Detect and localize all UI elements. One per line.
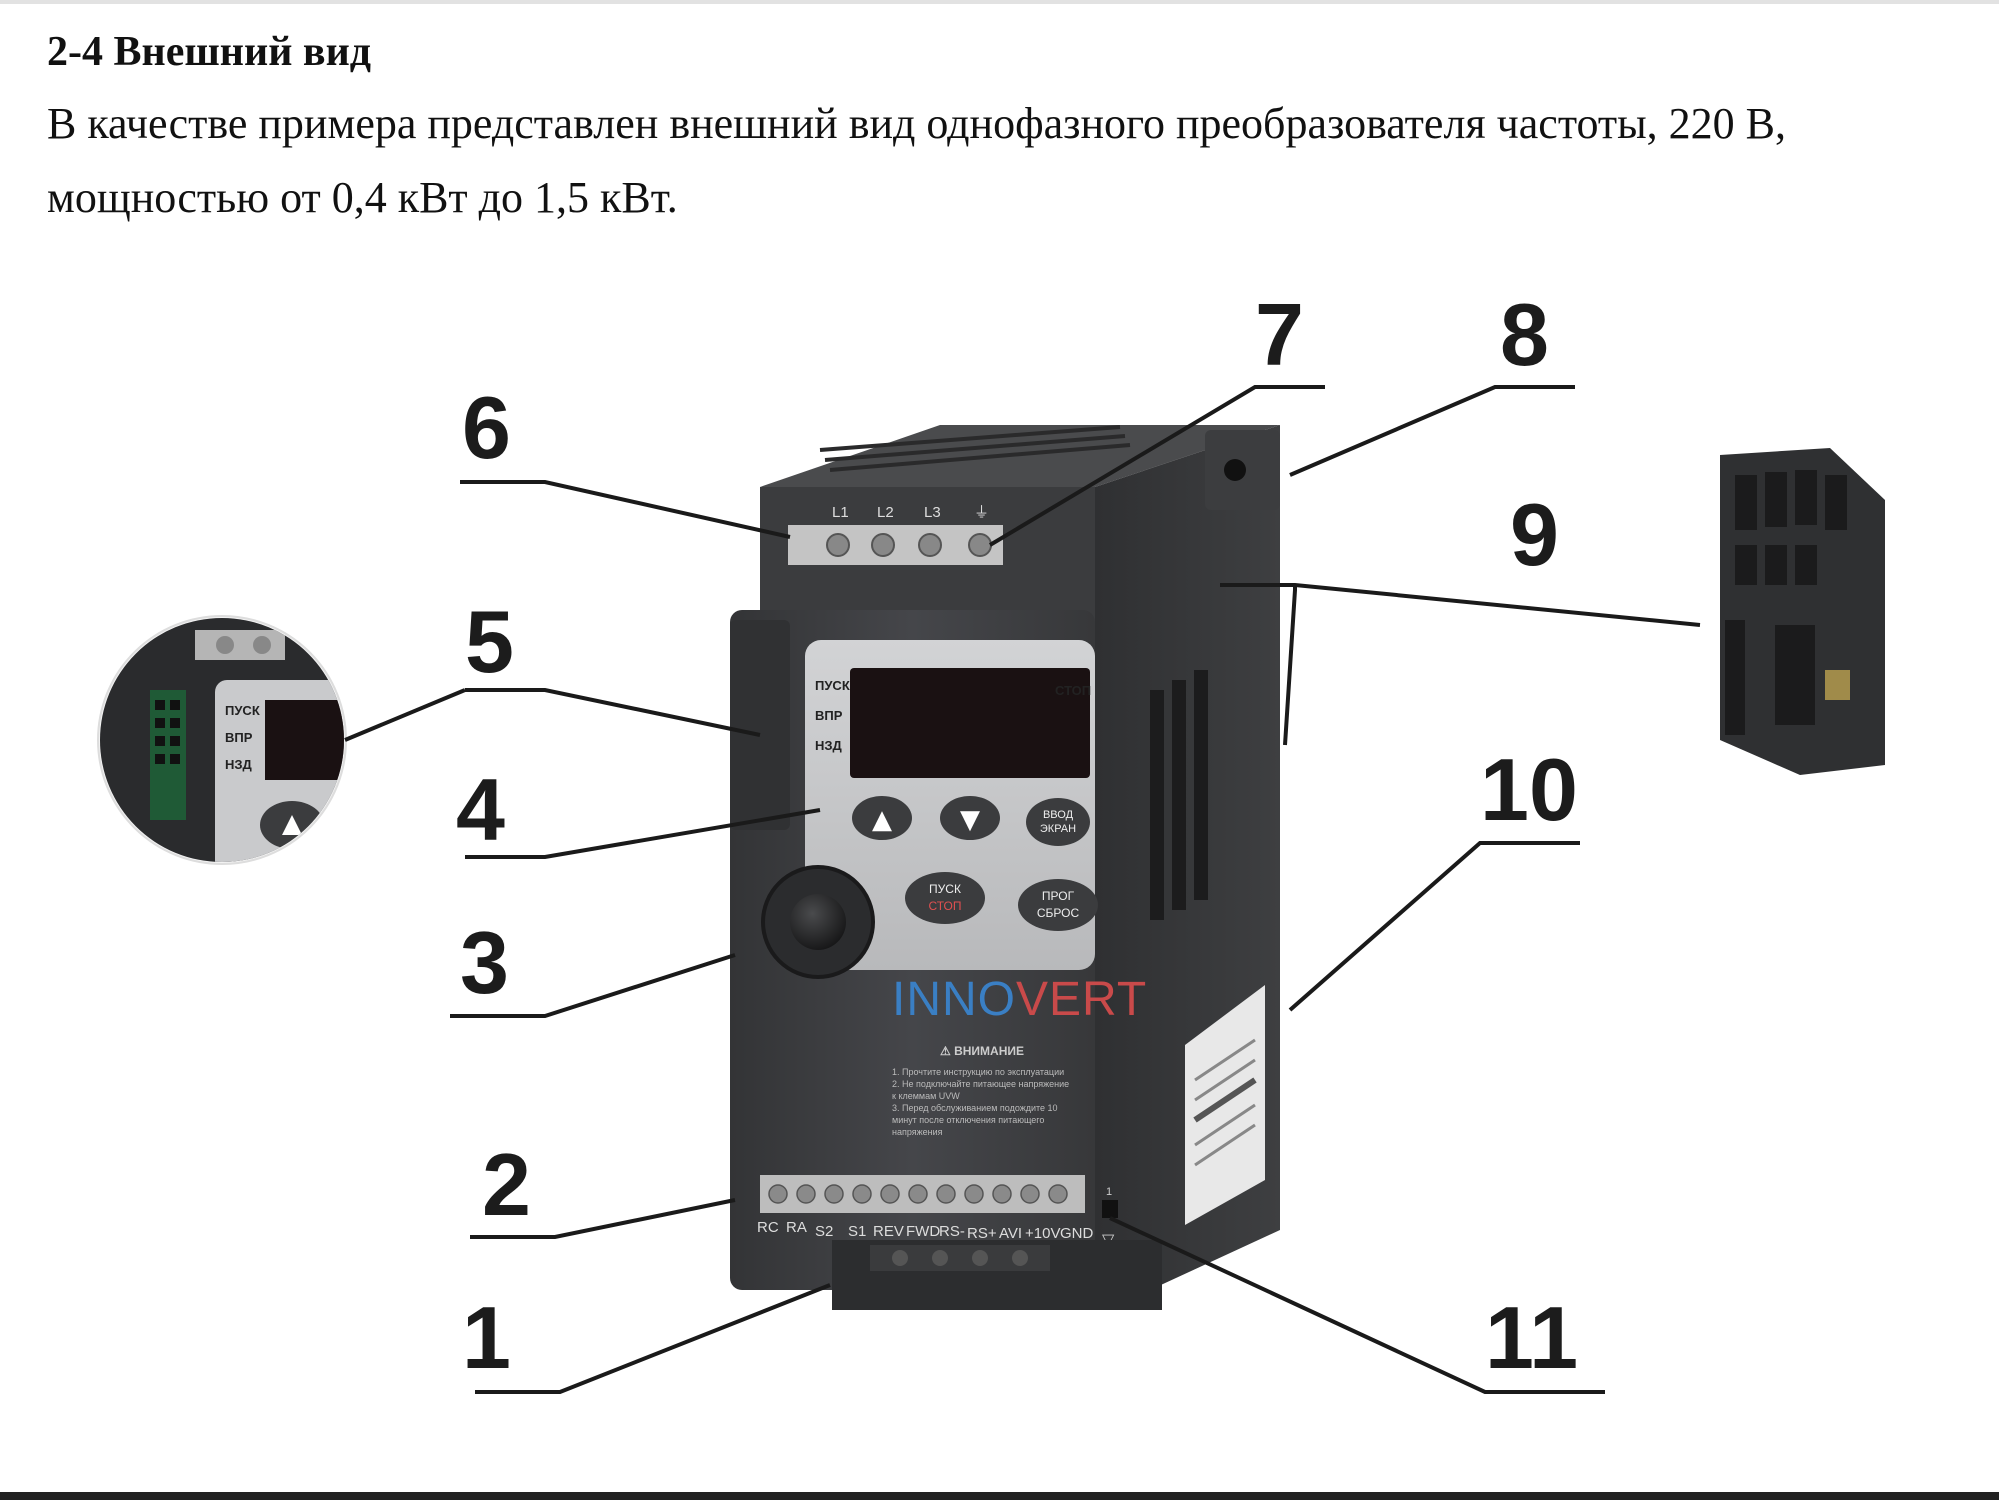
rating-label: [1185, 985, 1265, 1225]
led-rev: НЗД: [815, 738, 843, 753]
up-arrow-icon: ▲: [872, 805, 892, 835]
mounting-hole: [1205, 430, 1280, 510]
section-heading: 2-4 Внешний вид: [47, 29, 372, 75]
terminal-FWD: FWD: [906, 1223, 940, 1240]
prog-key-label: ПРОГ: [1042, 889, 1075, 903]
terminal-REV: REV: [873, 1223, 904, 1240]
detail-inset-left: ПУСК ВПР НЗД: [97, 615, 347, 865]
warning-line: минут после отключения питающего: [892, 1115, 1044, 1125]
callout-4: 4: [456, 760, 505, 859]
warning-line: 3. Перед обслуживанием подождите 10: [892, 1103, 1058, 1113]
callout-10: 10: [1480, 740, 1578, 839]
run-key-label: ПУСК: [929, 882, 961, 896]
inset-led-fwd: ВПР: [225, 730, 253, 745]
terminal-GND: GND: [1060, 1225, 1094, 1242]
warning-line: напряжения: [892, 1127, 943, 1137]
inset-led-rev: НЗД: [225, 757, 253, 772]
terminal-ground: ⏚: [974, 504, 989, 521]
up-key[interactable]: ▲: [852, 796, 912, 840]
callout-5: 5: [465, 592, 514, 691]
enter-key[interactable]: ВВОД ЭКРАН: [1026, 798, 1090, 846]
warning-line: к клеммам UVW: [892, 1091, 960, 1101]
power-terminals: L1 L2 L3 ⏚: [788, 504, 1003, 565]
terminal-L3: L3: [924, 504, 941, 521]
terminal-RS-plus: RS+: [967, 1225, 997, 1242]
callout-2: 2: [482, 1135, 531, 1234]
led-stop: СТОП: [1055, 683, 1091, 698]
top-rule: [0, 0, 1999, 4]
led-run: ПУСК: [815, 678, 850, 693]
terminal-AVI: AVI: [999, 1225, 1022, 1242]
led-fwd: ВПР: [815, 708, 843, 723]
callout-8: 8: [1500, 285, 1549, 384]
led-display: [850, 668, 1090, 778]
bottom-rule: [0, 1492, 1999, 1500]
warning-title: ⚠ ВНИМАНИЕ: [940, 1044, 1024, 1058]
callout-3: 3: [460, 913, 509, 1012]
callout-1: 1: [462, 1288, 511, 1387]
top-vents: [819, 425, 1131, 472]
prog-reset-key[interactable]: ПРОГ СБРОС: [1018, 879, 1098, 931]
warning-line: 1. Прочтите инструкцию по эксплуатации: [892, 1067, 1064, 1077]
inset-led-run: ПУСК: [225, 703, 260, 718]
down-key[interactable]: ▼: [940, 796, 1000, 840]
keypad-panel: ПУСК ВПР НЗД СТОП ▲ ▼ ВВОД ЭКРАН ПУСК СТ…: [805, 640, 1098, 970]
leader-lines: [344, 385, 1701, 1394]
device-figure: L1 L2 L3 ⏚ ПУСК ВПР НЗД СТОП ▲ ▼ В: [97, 285, 1885, 1394]
callout-6: 6: [462, 378, 511, 477]
paragraph-line-1: В качестве примера представлен внешний в…: [47, 99, 1787, 148]
terminal-S2: S2: [815, 1223, 833, 1240]
callout-11: 11: [1485, 1288, 1578, 1387]
enter-key-label: ВВОД: [1043, 809, 1074, 821]
side-vents: [1150, 670, 1208, 920]
terminal-S1: S1: [848, 1223, 866, 1240]
stop-key-label: СТОП: [928, 899, 961, 913]
terminal-RS-minus: RS-: [939, 1223, 965, 1240]
frequency-inverter: L1 L2 L3 ⏚ ПУСК ВПР НЗД СТОП ▲ ▼ В: [730, 425, 1280, 1310]
brand-logo: INNOVERT: [892, 973, 1147, 1026]
potentiometer-knob[interactable]: [761, 865, 875, 979]
callout-numbers: 1 2 3 4 5 6 7 8 9 10 11: [456, 285, 1578, 1387]
terminal-10V: +10V: [1025, 1225, 1060, 1242]
terminal-L1: L1: [832, 504, 849, 521]
callout-9: 9: [1510, 485, 1559, 584]
callout-7: 7: [1255, 285, 1304, 384]
screen-key-label: ЭКРАН: [1040, 823, 1076, 835]
control-terminals: RC RA S2 S1 REV FWD RS- RS+ AVI +10V GND: [757, 1175, 1094, 1242]
terminal-RC: RC: [757, 1219, 779, 1236]
warning-block: ⚠ ВНИМАНИЕ 1. Прочтите инструкцию по экс…: [892, 1044, 1069, 1137]
warning-line: 2. Не подключайте питающее напряжение: [892, 1079, 1069, 1089]
rear-view-inset: [1720, 448, 1885, 775]
reset-key-label: СБРОС: [1037, 906, 1080, 920]
output-terminals: [832, 1240, 1162, 1310]
down-arrow-icon: ▼: [960, 805, 980, 835]
terminal-L2: L2: [877, 504, 894, 521]
run-stop-key[interactable]: ПУСК СТОП: [905, 872, 985, 924]
switch-mark: 1: [1106, 1186, 1112, 1198]
terminal-RA: RA: [786, 1219, 807, 1236]
paragraph-line-2: мощностью от 0,4 кВт до 1,5 кВт.: [47, 173, 678, 222]
